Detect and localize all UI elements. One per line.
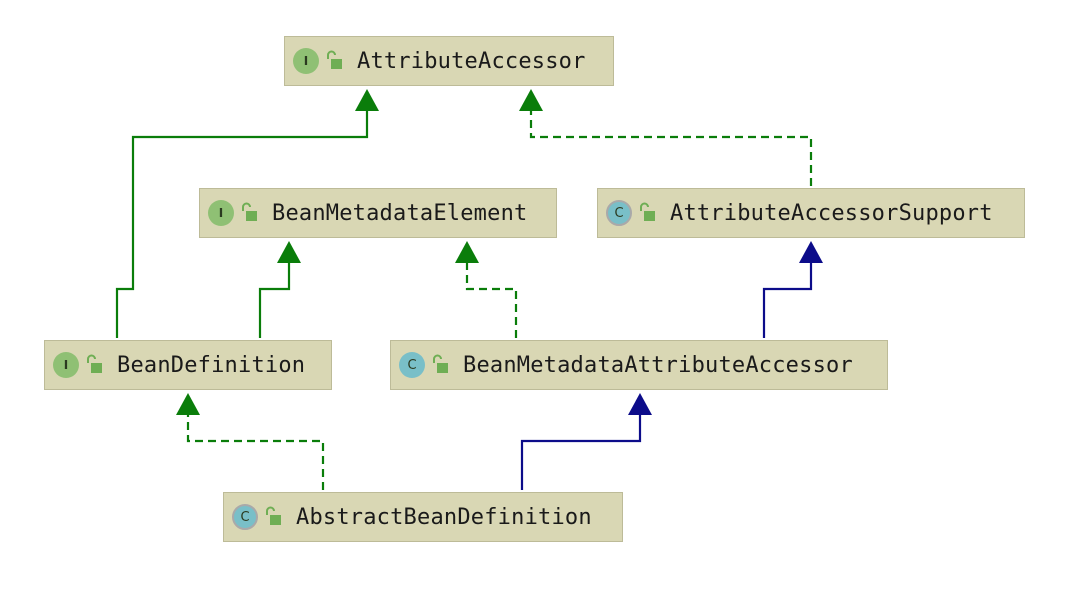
abstract-class-badge-icon: C bbox=[232, 504, 258, 530]
lock-open-icon bbox=[325, 48, 343, 74]
node-attribute-accessor[interactable]: I AttributeAccessor bbox=[284, 36, 614, 86]
edge-beanmetadataattributeaccessor-implements-beanmetadataelement bbox=[455, 241, 518, 338]
interface-badge-icon: I bbox=[293, 48, 319, 74]
node-bean-metadata-element[interactable]: I BeanMetadataElement bbox=[199, 188, 557, 238]
node-label: AttributeAccessorSupport bbox=[670, 200, 993, 226]
node-bean-definition[interactable]: I BeanDefinition bbox=[44, 340, 332, 390]
lock-open-icon bbox=[264, 504, 282, 530]
node-label: BeanMetadataAttributeAccessor bbox=[463, 352, 853, 378]
node-bean-metadata-attribute-accessor[interactable]: C BeanMetadataAttributeAccessor bbox=[390, 340, 888, 390]
abstract-class-badge-icon: C bbox=[606, 200, 632, 226]
edge-attributeaccessorsupport-implements-attributeaccessor bbox=[519, 89, 813, 186]
lock-open-icon bbox=[240, 200, 258, 226]
interface-badge-icon: I bbox=[208, 200, 234, 226]
node-label: AttributeAccessor bbox=[357, 48, 586, 74]
node-label: BeanMetadataElement bbox=[272, 200, 528, 226]
lock-open-icon bbox=[638, 200, 656, 226]
edge-abstractbeandefinition-implements-beandefinition bbox=[176, 393, 325, 490]
edge-beandefinition-extends-attributeaccessor bbox=[115, 89, 379, 338]
edge-abstractbeandefinition-extends-beanmetadataattributeaccessor bbox=[520, 393, 652, 490]
lock-open-icon bbox=[431, 352, 449, 378]
node-label: AbstractBeanDefinition bbox=[296, 504, 592, 530]
lock-open-icon bbox=[85, 352, 103, 378]
class-badge-icon: C bbox=[399, 352, 425, 378]
interface-badge-icon: I bbox=[53, 352, 79, 378]
node-label: BeanDefinition bbox=[117, 352, 306, 378]
node-attribute-accessor-support[interactable]: C AttributeAccessorSupport bbox=[597, 188, 1025, 238]
node-abstract-bean-definition[interactable]: C AbstractBeanDefinition bbox=[223, 492, 623, 542]
edge-beandefinition-extends-beanmetadataelement bbox=[258, 241, 301, 338]
edge-beanmetadataattributeaccessor-extends-attributeaccessorsupport bbox=[762, 241, 823, 338]
